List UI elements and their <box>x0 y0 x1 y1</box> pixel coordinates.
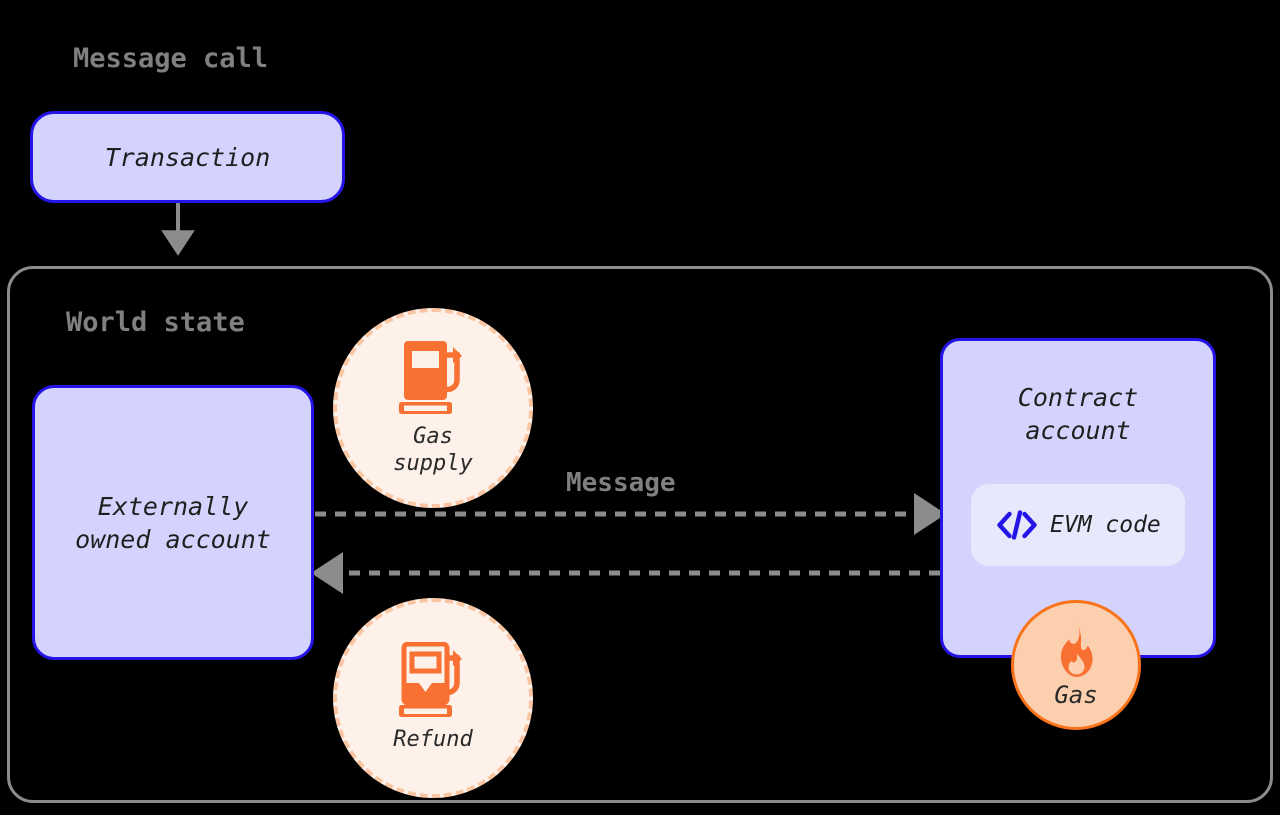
eoa-label: Externally owned account <box>75 491 271 554</box>
gas-badge-label: Gas <box>1054 681 1098 709</box>
page-title: Message call <box>73 43 269 74</box>
refund-badge[interactable]: Refund <box>333 598 533 798</box>
fuel-pump-full-icon <box>395 339 471 417</box>
transaction-node[interactable]: Transaction <box>30 111 345 203</box>
externally-owned-account-node[interactable]: Externally owned account <box>32 385 314 660</box>
refund-label: Refund <box>393 727 473 753</box>
contract-account-label: Contract account <box>1017 383 1139 445</box>
world-state-container <box>7 266 1273 803</box>
transaction-label: Transaction <box>104 142 271 172</box>
evm-code-label: EVM code <box>1050 512 1161 538</box>
gas-supply-label: Gas supply <box>393 423 473 477</box>
flame-icon <box>1050 621 1102 679</box>
gas-supply-badge[interactable]: Gas supply <box>333 308 533 508</box>
code-brackets-icon <box>997 509 1037 541</box>
evm-code-pill[interactable]: EVM code <box>971 484 1185 566</box>
message-edge-label: Message <box>566 468 676 498</box>
fuel-pump-partial-icon <box>395 642 471 720</box>
gas-flame-badge[interactable]: Gas <box>1011 600 1141 730</box>
world-state-title: World state <box>66 307 245 338</box>
